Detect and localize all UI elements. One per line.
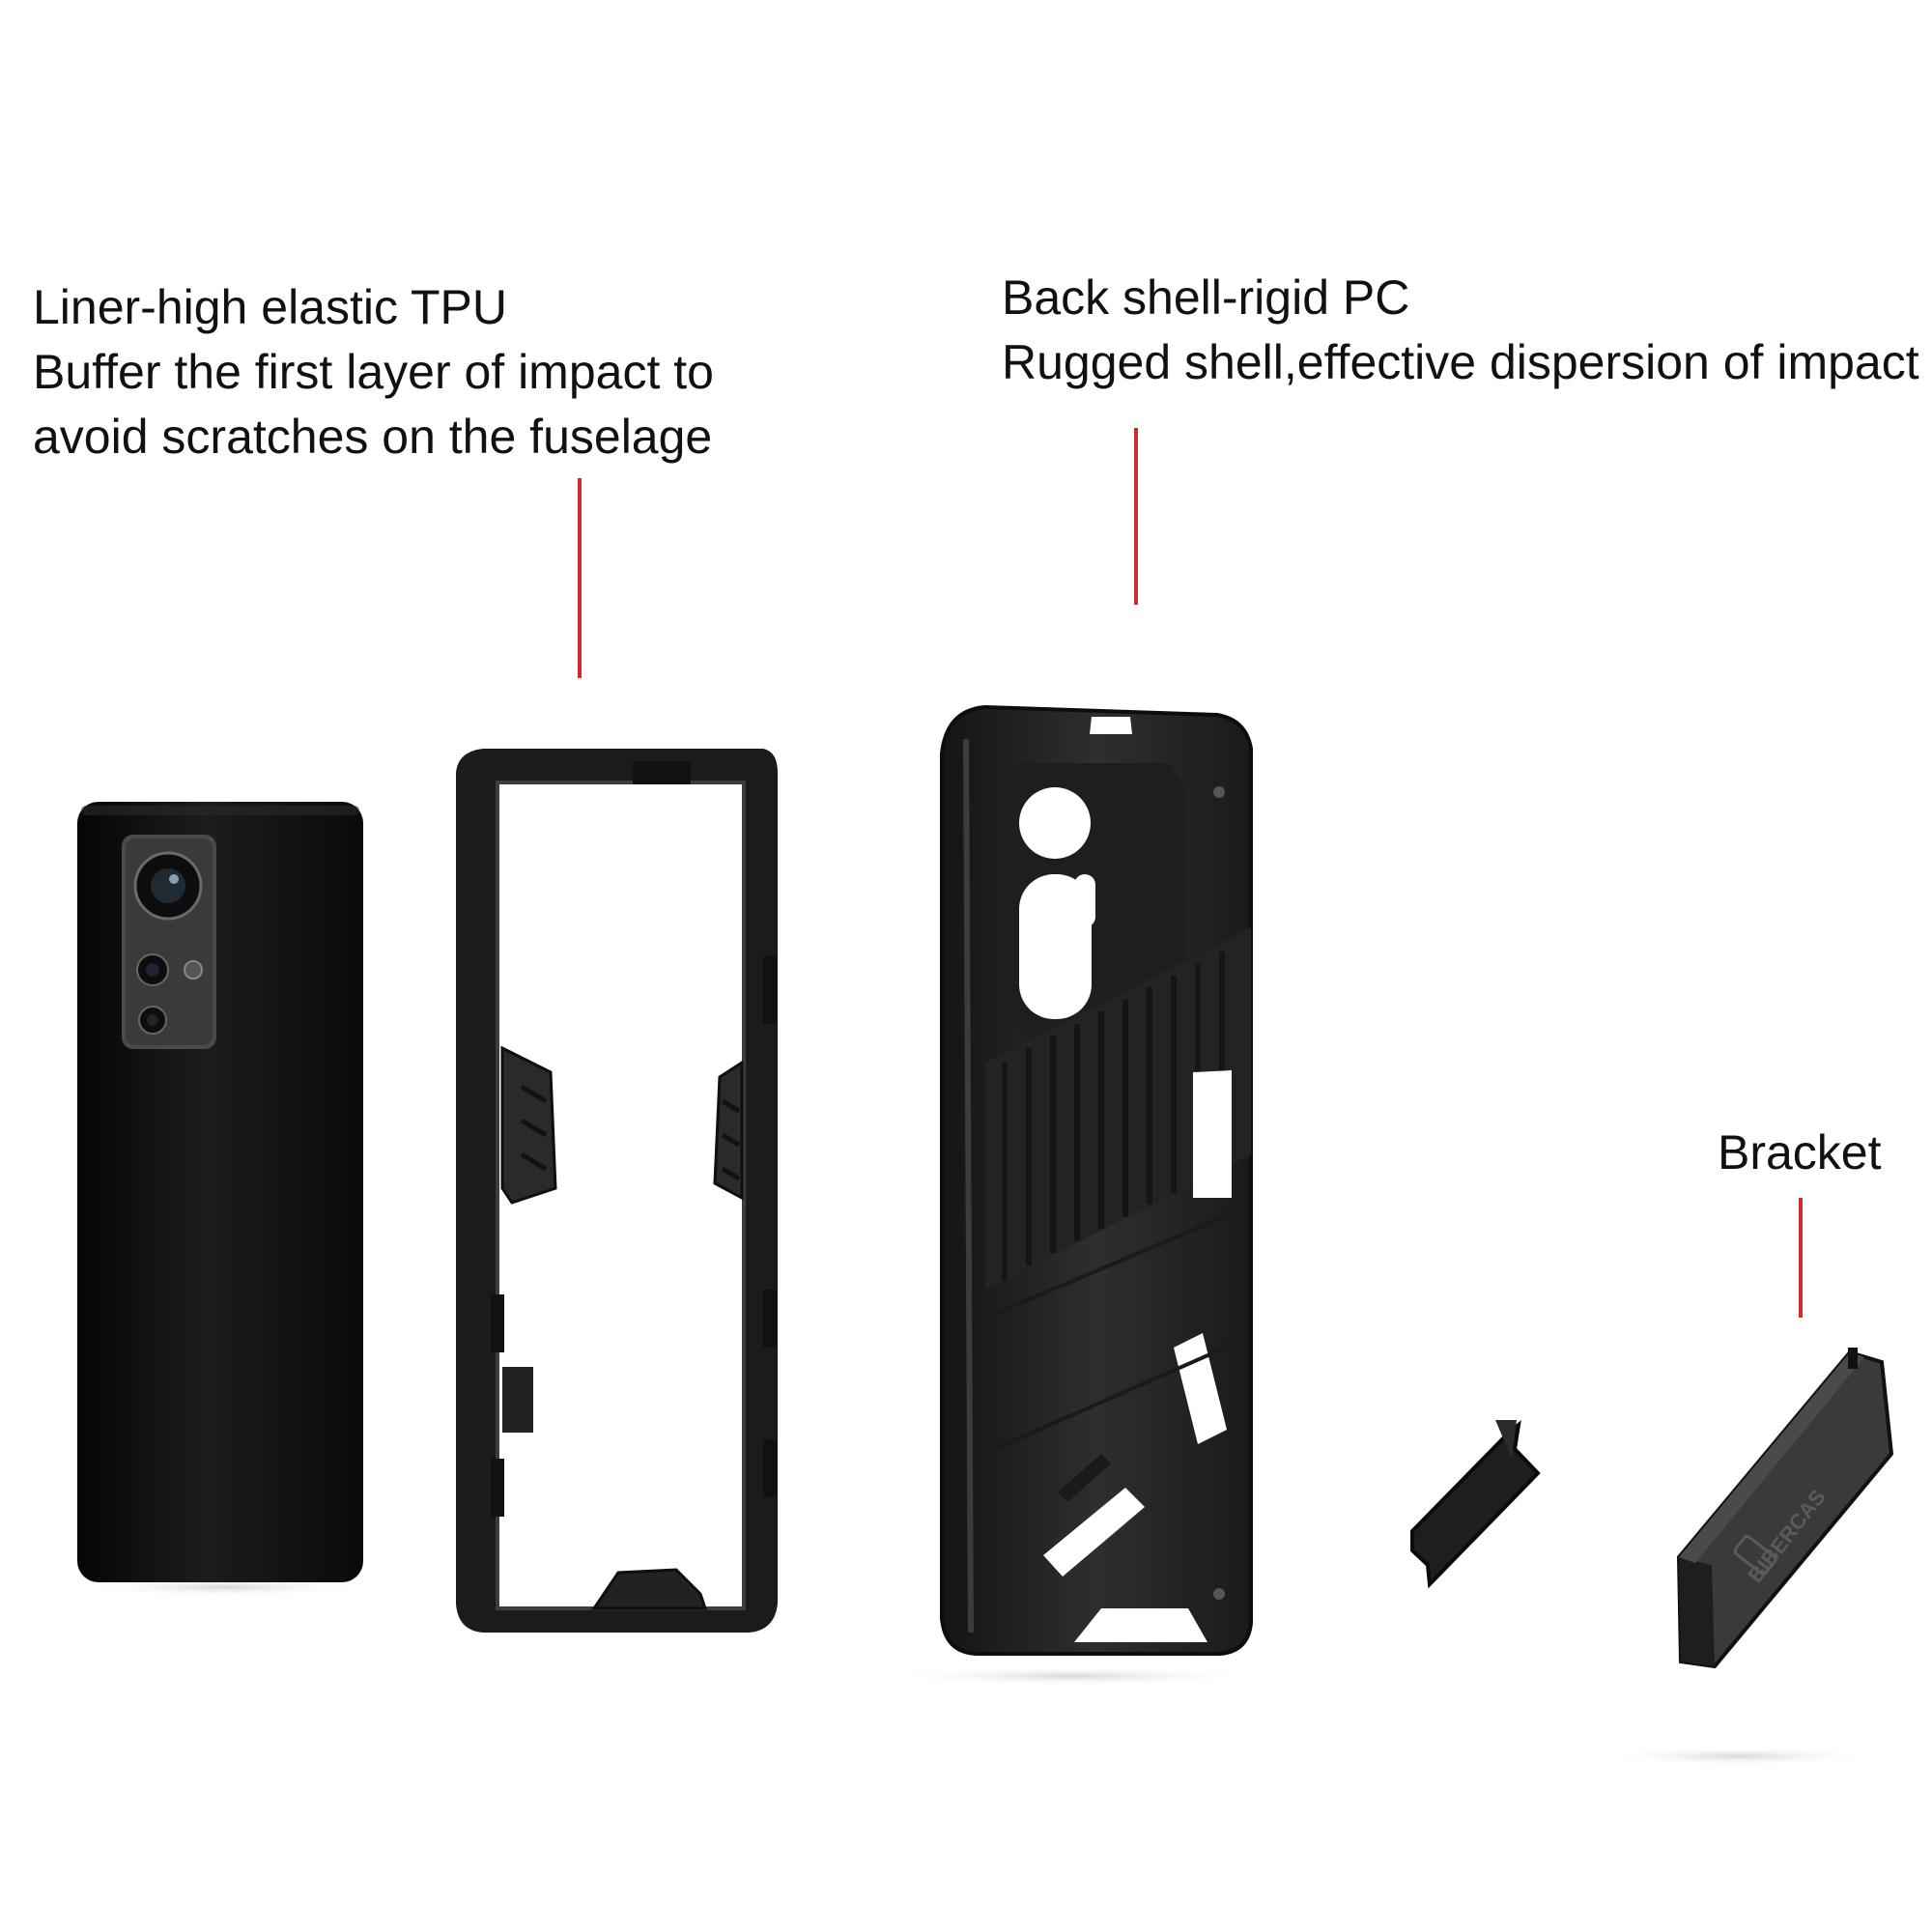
- bracket-leader-line: [1799, 1198, 1803, 1318]
- liner-leader-line: [578, 478, 582, 678]
- bracket-callout: Bracket: [1718, 1121, 1882, 1185]
- pc-back-shell: [889, 704, 1256, 1686]
- shell-title: Back shell-rigid PC: [1002, 270, 1410, 325]
- phone: [77, 802, 369, 1597]
- liner-description-line-1: Buffer the first layer of impact to: [33, 345, 714, 399]
- phone-camera-module: [122, 835, 216, 1049]
- liner-description-line-2: avoid scratches on the fuselage: [33, 410, 713, 464]
- bracket-clip: [1410, 1420, 1541, 1589]
- liner-title: Liner-high elastic TPU: [33, 280, 507, 334]
- shell-description: Rugged shell,effective dispersion of imp…: [1002, 335, 1919, 389]
- tpu-liner-frame: [456, 749, 787, 1633]
- liner-callout: Liner-high elastic TPU Buffer the first …: [33, 275, 714, 469]
- bracket-title: Bracket: [1718, 1125, 1882, 1179]
- shell-leader-line: [1134, 428, 1138, 605]
- shell-callout: Back shell-rigid PC Rugged shell,effecti…: [1002, 266, 1919, 395]
- kickstand-bracket: BIBERCAS: [1604, 1348, 1894, 1766]
